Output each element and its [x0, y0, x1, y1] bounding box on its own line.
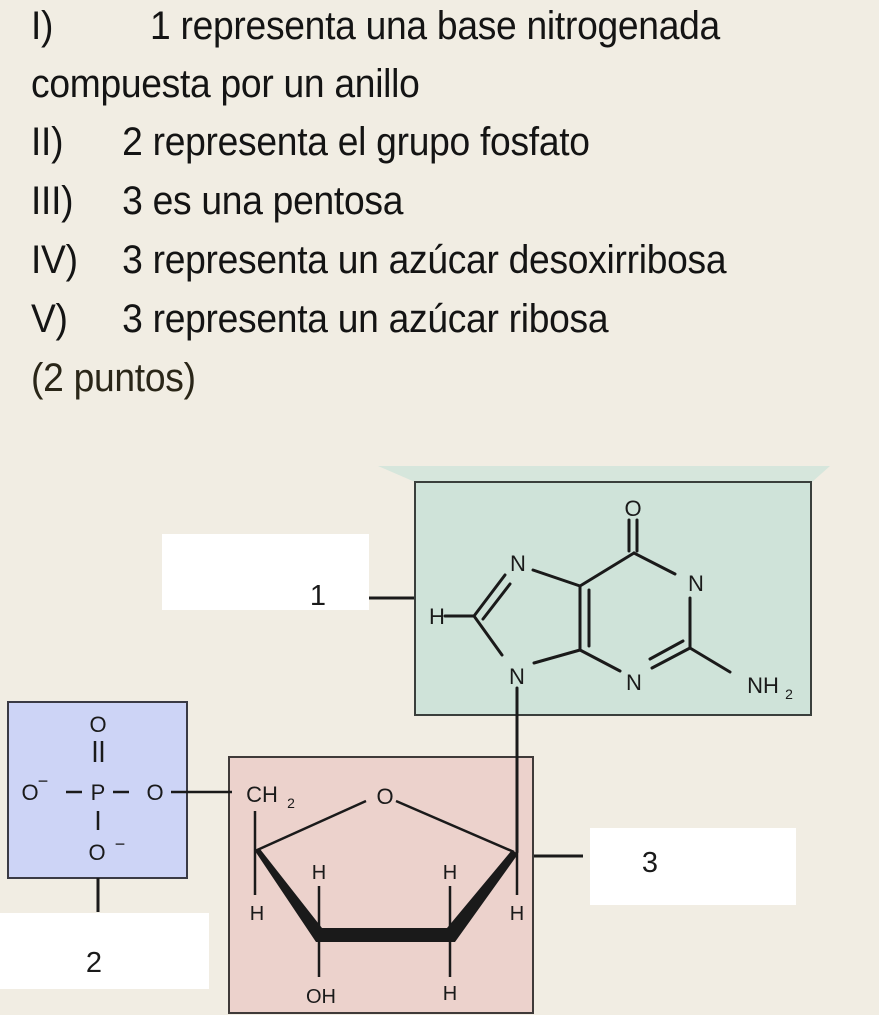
statement-1: I) 1 representa una base nitrogenada [31, 4, 720, 49]
statement-numeral: I) [31, 4, 54, 48]
points-label: (2 puntos) [31, 356, 196, 400]
label-box-1[interactable] [162, 534, 369, 610]
svg-text:−: − [115, 834, 126, 854]
sugar-atoms: CH 2 O H H H H OH H [246, 782, 524, 1008]
label-box-3[interactable] [590, 828, 796, 905]
svg-text:O: O [146, 780, 163, 805]
svg-text:CH: CH [246, 782, 278, 807]
svg-text:P: P [91, 780, 106, 805]
statement-numeral: V) [31, 297, 68, 341]
label-3: 3 [642, 847, 658, 879]
statement-4: IV) 3 representa un azúcar desoxirribosa [31, 238, 727, 283]
svg-text:N: N [688, 571, 704, 596]
statement-text: compuesta por un anillo [31, 62, 420, 106]
statement-2: II) 2 representa el grupo fosfato [31, 120, 590, 165]
svg-text:O: O [376, 784, 393, 809]
svg-text:H: H [250, 903, 264, 925]
svg-text:O: O [21, 780, 38, 805]
guanine-bonds [443, 518, 732, 854]
phosphate-bonds [66, 741, 232, 830]
svg-text:2: 2 [287, 795, 295, 811]
phosphate-atoms: O O − P O O − [21, 712, 163, 865]
statement-5: V) 3 representa un azúcar ribosa [31, 297, 609, 342]
sugar-bonds [253, 799, 519, 977]
statement-text: 2 representa el grupo fosfato [122, 120, 590, 164]
base-box-shadow [378, 466, 830, 482]
svg-text:OH: OH [306, 986, 336, 1008]
svg-text:N: N [509, 664, 525, 689]
svg-text:H: H [443, 862, 457, 884]
svg-text:−: − [38, 771, 49, 791]
phosphate-box [7, 701, 188, 879]
svg-text:NH: NH [747, 673, 779, 698]
svg-text:N: N [510, 551, 526, 576]
svg-text:O: O [89, 712, 106, 737]
label-box-2[interactable] [0, 913, 209, 989]
svg-text:N: N [626, 670, 642, 695]
statement-text: 3 es una pentosa [122, 179, 404, 223]
statement-text: 1 representa una base nitrogenada [150, 4, 720, 48]
statement-1-continued: compuesta por un anillo [31, 62, 420, 107]
svg-text:2: 2 [785, 686, 793, 702]
svg-text:H: H [312, 862, 326, 884]
svg-text:H: H [443, 983, 457, 1005]
statement-3: III) 3 es una pentosa [31, 179, 403, 224]
statement-text: 3 representa un azúcar ribosa [122, 297, 609, 341]
svg-text:H: H [510, 903, 524, 925]
label-2: 2 [86, 947, 102, 979]
statement-text: 3 representa un azúcar desoxirribosa [122, 238, 727, 282]
label-1: 1 [310, 580, 326, 612]
nitrogenous-base-box [414, 481, 812, 716]
svg-text:O: O [88, 840, 105, 865]
statement-numeral: III) [31, 179, 74, 223]
statement-numeral: II) [31, 120, 64, 164]
statement-numeral: IV) [31, 238, 78, 282]
guanine-atoms: O N N H N N NH 2 [429, 496, 793, 702]
svg-text:H: H [429, 604, 445, 629]
svg-text:O: O [624, 496, 641, 521]
